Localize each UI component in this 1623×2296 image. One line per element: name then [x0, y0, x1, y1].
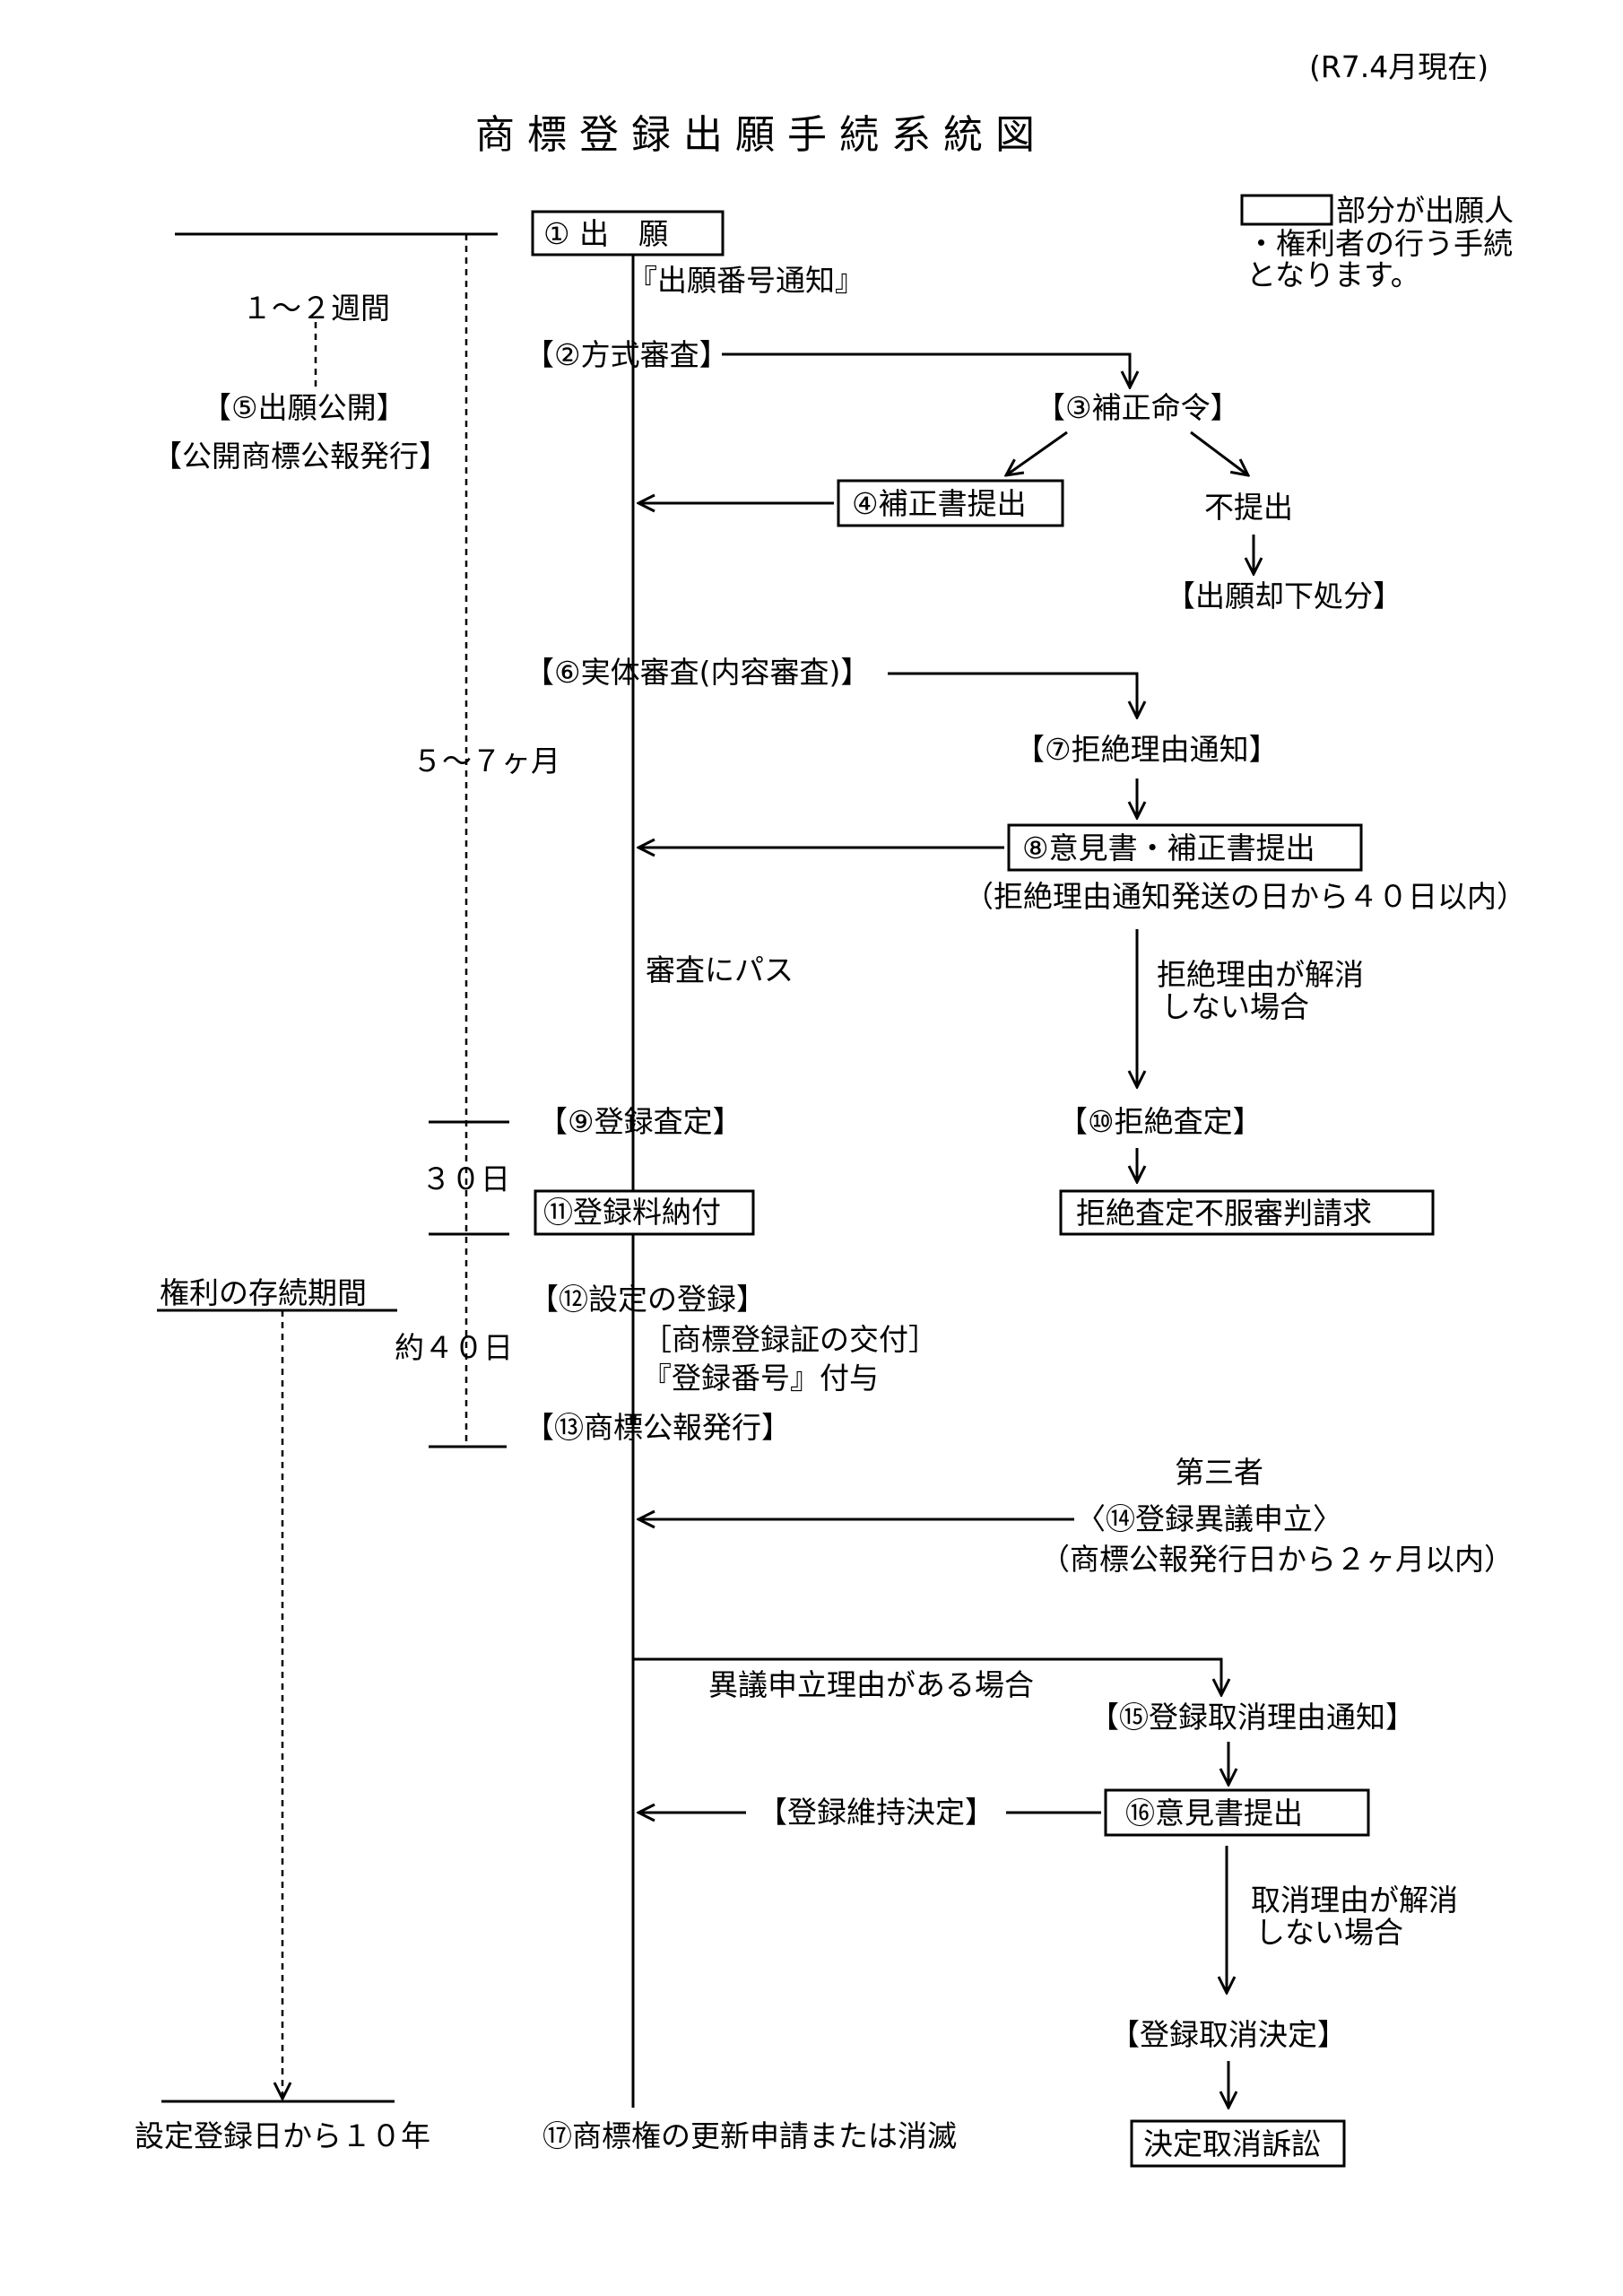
version-label: (R7.4月現在): [1309, 49, 1488, 84]
arrow-step3-to-nosubmit: [1190, 430, 1248, 475]
third-party: 第三者: [1175, 1455, 1263, 1490]
step5-gazette: 【公開商標公報発行】: [152, 439, 448, 474]
step1-box: [531, 210, 725, 257]
step8-deadline-note: （拒絶理由通知発送の日から４０日以内）: [964, 879, 1526, 914]
step11-fee-payment: ⑪登録料納付: [543, 1195, 721, 1230]
label-30days: ３０日: [421, 1161, 510, 1196]
step16-box: [1104, 1788, 1370, 1837]
cancel-unresolved-1: 取消理由が解消: [1251, 1883, 1458, 1918]
no-submission: 不提出: [1204, 490, 1293, 525]
step6-substantive-exam: 【⑥実体審査(内容審査)】: [525, 655, 870, 690]
refusal-appeal: 拒絶査定不服審判請求: [1076, 1196, 1372, 1231]
cancellation-decision: 【登録取消決定】: [1110, 2017, 1347, 2052]
appeal-box: [1059, 1189, 1435, 1236]
page-title: 商標登録出願手続系統図: [475, 112, 1047, 158]
step17-renewal: ⑰商標権の更新申請または消滅: [542, 2118, 957, 2153]
arrow-step2-to-3: [722, 352, 1130, 387]
step12-registration: 【⑫設定の登録】: [529, 1282, 766, 1317]
step15-cancellation-notice: 【⑮登録取消理由通知】: [1089, 1700, 1415, 1735]
step8-box: [1007, 823, 1363, 872]
step14-deadline-note: （商標公報発行日から２ヶ月以内）: [1040, 1542, 1514, 1577]
step7-refusal-notice: 【⑦拒絶理由通知】: [1015, 732, 1279, 767]
refusal-unresolved-2: しない場合: [1161, 989, 1309, 1024]
legend-box-sample: [1240, 194, 1333, 226]
step8-opinion-submit: ⑧意見書・補正書提出: [1022, 831, 1315, 865]
legend-line-2: ・権利者の行う手続: [1246, 226, 1513, 261]
lawsuit-box: [1130, 2119, 1346, 2168]
revocation-lawsuit: 決定取消訴訟: [1143, 2126, 1321, 2161]
application-rejection: 【出願却下処分】: [1166, 578, 1402, 613]
refusal-unresolved-1: 拒絶理由が解消: [1157, 957, 1364, 992]
step12-number: 『登録番号』付与: [642, 1361, 879, 1396]
label-weeks: １～２週間: [242, 291, 390, 326]
label-right-period: 権利の存続期間: [160, 1275, 367, 1310]
step9-registration-decision: 【⑨登録査定】: [538, 1104, 742, 1139]
arrow-step3-to-4: [1006, 430, 1068, 475]
maintain-decision: 【登録維持決定】: [758, 1795, 994, 1830]
cancel-unresolved-2: しない場合: [1255, 1915, 1403, 1950]
exam-pass: 審査にパス: [646, 952, 794, 987]
arrow-step6-to-7: [888, 672, 1137, 718]
arrow-main-to-step15: [633, 1657, 1221, 1695]
legend-line-1: 部分が出願人: [1336, 193, 1514, 228]
label-months: ５～７ヶ月: [412, 744, 560, 778]
legend-line-3: となります。: [1246, 257, 1420, 292]
opposition-grounds: 異議申立理由がある場合: [708, 1667, 1034, 1702]
step3-correction-order: 【③補正命令】: [1036, 390, 1240, 425]
step16-opinion-submit: ⑯意見書提出: [1125, 1796, 1303, 1831]
step13-gazette: 【⑬商標公報発行】: [525, 1410, 791, 1445]
step4-box: [837, 479, 1064, 527]
step10-refusal-decision: 【⑩拒絶査定】: [1058, 1104, 1263, 1139]
label-ten-years: 設定登録日から１０年: [135, 2118, 430, 2153]
step11-box: [534, 1189, 755, 1236]
step5-publication: 【⑤出願公開】: [202, 390, 406, 425]
step2-formal-exam: 【②方式審査】: [525, 337, 729, 372]
label-40days: 約４０日: [395, 1330, 513, 1365]
step12-certificate: ［商標登録証の交付］: [642, 1322, 938, 1357]
step4-correction-submit: ④補正書提出: [852, 486, 1027, 521]
step14-opposition: 〈⑭登録異議申立〉: [1076, 1501, 1342, 1536]
step1-application: ① 出 願: [543, 216, 668, 251]
application-number-note: 『出願番号通知』: [628, 263, 864, 298]
